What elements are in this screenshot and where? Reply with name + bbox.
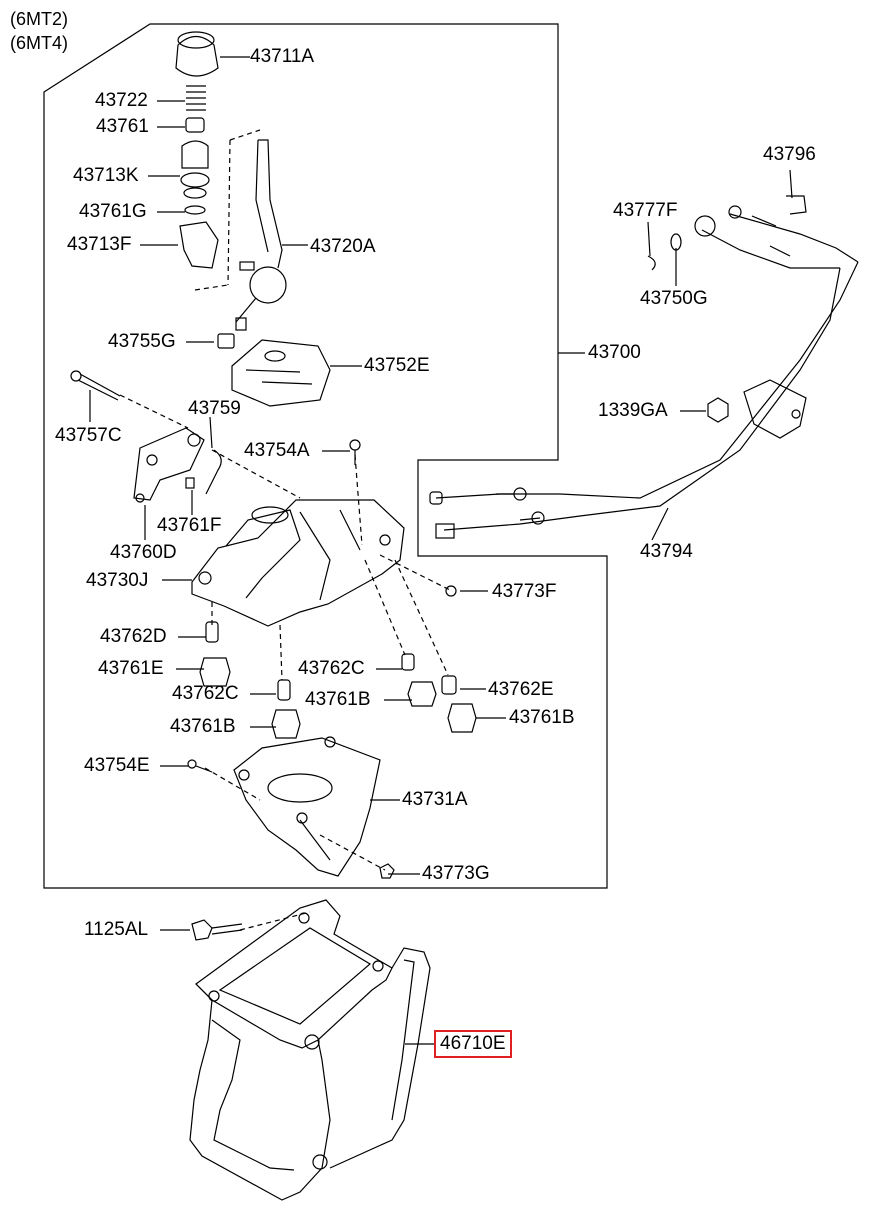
part-label-43730J[interactable]: 43730J <box>86 570 149 591</box>
part-label-43755G[interactable]: 43755G <box>108 331 176 352</box>
part-label-43700[interactable]: 43700 <box>588 342 641 363</box>
part-label-1125AL[interactable]: 1125AL <box>84 919 149 940</box>
part-label-43761G[interactable]: 43761G <box>79 201 147 222</box>
part-label-43762C-left[interactable]: 43762C <box>172 683 239 704</box>
part-label-43752E[interactable]: 43752E <box>364 355 430 376</box>
part-label-46710E-highlighted[interactable]: 46710E <box>434 1030 512 1058</box>
assembly-boundary <box>43 23 608 889</box>
part-label-43761B-middle[interactable]: 43761B <box>305 689 371 710</box>
part-label-43762C-right[interactable]: 43762C <box>298 658 365 679</box>
part-label-43761B-right[interactable]: 43761B <box>509 707 575 728</box>
part-label-43720A[interactable]: 43720A <box>310 236 376 257</box>
part-label-43761E[interactable]: 43761E <box>98 658 164 679</box>
part-label-43773G[interactable]: 43773G <box>422 863 490 884</box>
part-label-43761[interactable]: 43761 <box>96 116 149 137</box>
part-label-43762D[interactable]: 43762D <box>100 626 167 647</box>
part-label-43760D[interactable]: 43760D <box>110 542 177 563</box>
part-label-43754A[interactable]: 43754A <box>244 440 310 461</box>
part-label-43711A[interactable]: 43711A <box>250 46 315 67</box>
part-label-43731A[interactable]: 43731A <box>402 789 468 810</box>
part-label-43713F[interactable]: 43713F <box>67 234 132 255</box>
part-label-43773F[interactable]: 43773F <box>492 581 557 602</box>
part-label-43762E[interactable]: 43762E <box>488 679 554 700</box>
part-label-43796[interactable]: 43796 <box>763 144 816 165</box>
part-label-43713K[interactable]: 43713K <box>73 165 139 186</box>
part-label-43750G[interactable]: 43750G <box>640 288 708 309</box>
part-label-43794[interactable]: 43794 <box>640 541 693 562</box>
variant-label-1: (6MT2) <box>10 9 68 29</box>
variant-label-2: (6MT4) <box>10 33 68 53</box>
part-label-43754E[interactable]: 43754E <box>84 755 150 776</box>
part-label-1339GA[interactable]: 1339GA <box>598 400 668 421</box>
part-label-43759[interactable]: 43759 <box>188 398 241 419</box>
part-label-43722[interactable]: 43722 <box>95 90 148 111</box>
part-label-43761B-left[interactable]: 43761B <box>170 716 236 737</box>
part-label-43761F[interactable]: 43761F <box>157 515 222 536</box>
part-label-43757C[interactable]: 43757C <box>55 425 122 446</box>
part-label-43777F[interactable]: 43777F <box>613 200 678 221</box>
